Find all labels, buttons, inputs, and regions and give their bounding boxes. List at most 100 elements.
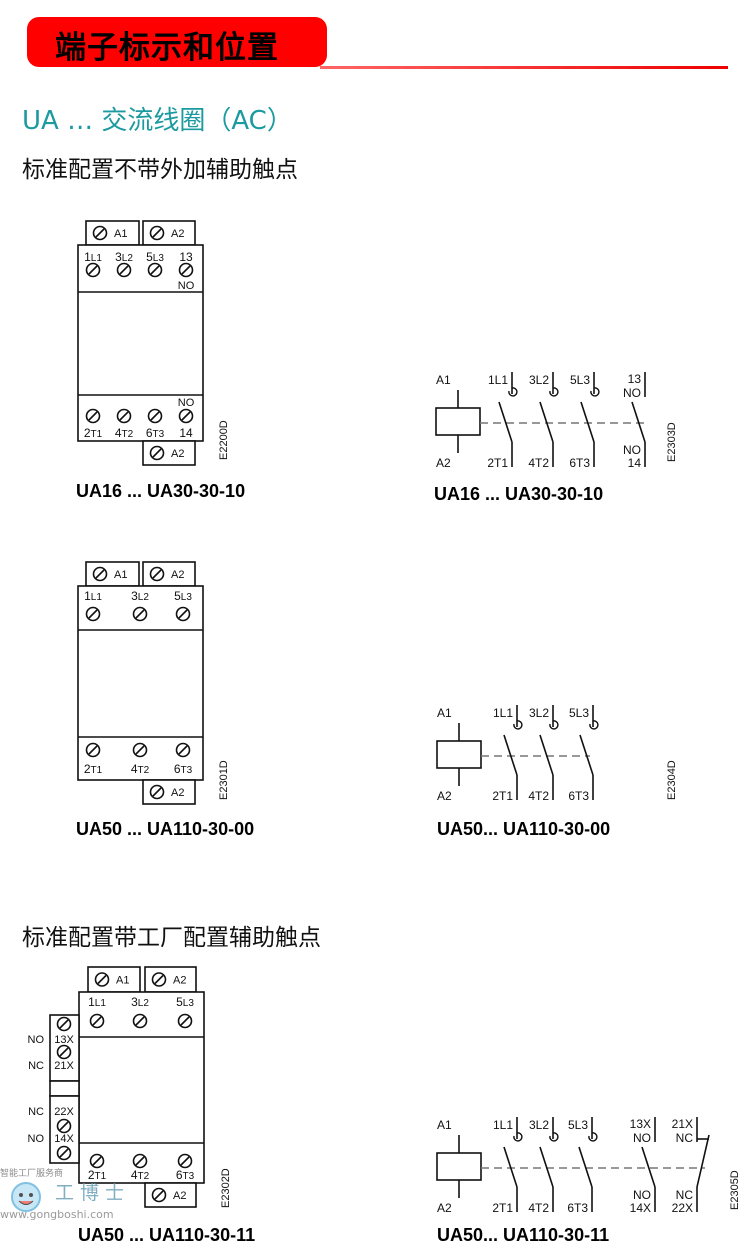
main-bottom-label: 4T2 bbox=[528, 456, 549, 470]
terminal-label: 1L1 bbox=[84, 250, 102, 264]
screw-slot bbox=[135, 1016, 145, 1026]
screw-slot bbox=[181, 411, 191, 421]
terminal-label: 14 bbox=[179, 426, 193, 440]
coil-a2-label: A2 bbox=[436, 456, 451, 470]
terminal-label: 1L1 bbox=[84, 589, 102, 603]
tab-label: A2 bbox=[173, 1190, 186, 1202]
screw-slot bbox=[95, 569, 105, 579]
tab-label: A1 bbox=[114, 569, 127, 581]
main-bottom-label: 2T1 bbox=[492, 1201, 513, 1215]
contact-hook bbox=[549, 720, 559, 730]
main-top-label: 1L1 bbox=[493, 706, 513, 720]
terminal-label: 6T3 bbox=[146, 426, 165, 440]
coil-icon bbox=[435, 407, 481, 436]
no-label: NO bbox=[178, 397, 195, 409]
terminal-label: 13 bbox=[179, 250, 193, 264]
terminal-label: 5L3 bbox=[176, 995, 194, 1009]
screw-slot bbox=[119, 411, 129, 421]
screw-slot bbox=[135, 609, 145, 619]
screw-slot bbox=[97, 974, 107, 985]
watermark-brand: 工博士 bbox=[55, 1182, 131, 1204]
contact-hook bbox=[508, 387, 518, 397]
tab-label: A2 bbox=[171, 569, 184, 581]
terminal-label: 6T3 bbox=[174, 762, 193, 776]
contact-blade-icon bbox=[503, 1146, 518, 1188]
screw-slot bbox=[178, 609, 188, 619]
aux-bottom-label: NC bbox=[676, 1188, 694, 1202]
contact-hook bbox=[513, 720, 523, 730]
aux-terminal-label: 14X bbox=[54, 1133, 74, 1145]
drawing-code: E2305D bbox=[729, 1170, 741, 1210]
drawing-code: E2301D bbox=[218, 760, 230, 800]
main-top-label: 3L2 bbox=[529, 706, 549, 720]
main-top-label: 5L3 bbox=[568, 1118, 588, 1132]
aux-terminal-label: 13X bbox=[54, 1034, 74, 1046]
aux-bottom-label: 14X bbox=[630, 1201, 651, 1215]
main-bottom-label: 2T1 bbox=[487, 456, 508, 470]
aux-top-label: NC bbox=[676, 1131, 694, 1145]
aux-block-gap bbox=[49, 1080, 80, 1097]
aux-bottom-label: NO bbox=[633, 1188, 651, 1202]
caption-physical-3: UA50 ... UA110-30-11 bbox=[78, 1225, 256, 1245]
aux-terminal-label: 22X bbox=[54, 1106, 74, 1118]
terminal-label: 5L3 bbox=[146, 250, 164, 264]
screw-slot bbox=[180, 1156, 190, 1166]
terminal-label: 2T1 bbox=[84, 762, 103, 776]
header-divider bbox=[320, 66, 728, 69]
terminal-label: 6T3 bbox=[176, 1168, 195, 1182]
main-bottom-label: 6T3 bbox=[569, 456, 590, 470]
main-top-label: 3L2 bbox=[529, 373, 549, 387]
screw-slot bbox=[59, 1148, 69, 1158]
aux-no-blade-icon bbox=[631, 401, 646, 443]
terminal-label: 4T2 bbox=[115, 426, 134, 440]
caption-physical-2: UA50 ... UA110-30-00 bbox=[76, 819, 255, 839]
caption-physical-1: UA16 ... UA30-30-10 bbox=[76, 481, 246, 501]
contact-hook bbox=[588, 1132, 598, 1142]
terminal-label: 1L1 bbox=[88, 995, 106, 1009]
caption-schematic-3: UA50... UA110-30-11 bbox=[437, 1225, 610, 1245]
screw-slot bbox=[152, 228, 162, 238]
terminal-label: 3L2 bbox=[131, 995, 149, 1009]
main-top-label: 1L1 bbox=[488, 373, 508, 387]
aux-type-label: NC bbox=[28, 1106, 44, 1118]
screw-slot bbox=[150, 411, 160, 421]
aux-no-blade-icon bbox=[641, 1146, 656, 1188]
coil-a1-label: A1 bbox=[437, 1118, 452, 1132]
tab-label: A2 bbox=[171, 228, 184, 240]
screw-slot bbox=[59, 1047, 69, 1057]
mascot-logo-icon bbox=[11, 1182, 41, 1212]
main-bottom-label: 4T2 bbox=[528, 789, 549, 803]
aux-top-label: 13X bbox=[630, 1117, 651, 1131]
screw-slot bbox=[88, 411, 98, 421]
tab-label: A1 bbox=[114, 228, 127, 240]
screw-slot bbox=[152, 787, 162, 797]
coil-icon bbox=[436, 1152, 482, 1181]
contactor-body bbox=[77, 244, 204, 442]
aux-bottom-label: 22X bbox=[672, 1201, 693, 1215]
contact-hook bbox=[590, 387, 600, 397]
coil-a1-label: A1 bbox=[437, 706, 452, 720]
main-bottom-label: 6T3 bbox=[568, 789, 589, 803]
coil-a2-label: A2 bbox=[437, 1201, 452, 1215]
contact-blade-icon bbox=[539, 734, 554, 776]
coil-a1-label: A1 bbox=[436, 373, 451, 387]
aux-bottom-label: NO bbox=[623, 443, 641, 457]
screw-slot bbox=[59, 1121, 69, 1131]
screw-slot bbox=[154, 1190, 164, 1200]
main-bottom-label: 4T2 bbox=[528, 1201, 549, 1215]
contact-blade-icon bbox=[539, 1146, 554, 1188]
drawing-code: E2303D bbox=[666, 422, 678, 462]
tab-label: A2 bbox=[173, 975, 186, 987]
screw-slot bbox=[135, 1156, 145, 1166]
screw-slot bbox=[92, 1016, 102, 1026]
caption-schematic-1: UA16 ... UA30-30-10 bbox=[434, 484, 604, 504]
watermark-slogan: 智能工厂服务商 bbox=[0, 1169, 64, 1179]
terminal-tab bbox=[144, 1182, 197, 1208]
terminal-label: 3L2 bbox=[131, 589, 149, 603]
aux-top-label: NO bbox=[633, 1131, 651, 1145]
drawing-code: E2302D bbox=[220, 1168, 232, 1208]
screw-slot bbox=[59, 1019, 69, 1029]
terminal-label: 4T2 bbox=[131, 762, 150, 776]
section-title-ac-coil: UA … 交流线圈（AC） bbox=[22, 106, 293, 136]
screw-slot bbox=[88, 265, 98, 275]
